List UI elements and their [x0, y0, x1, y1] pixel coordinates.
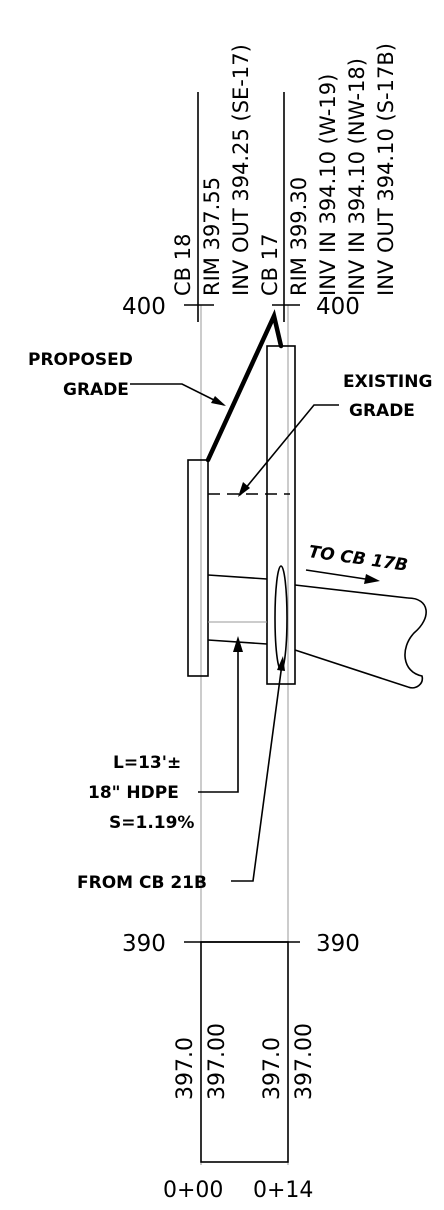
existing-grade-label-1: EXISTING — [343, 372, 432, 392]
cb17-inv-out-s17b-label: INV OUT 394.10 (S-17B) — [374, 43, 398, 296]
flow-arrow-shaft — [305, 569, 373, 581]
existing-grade-leader — [239, 404, 339, 496]
to-cb-17b-label: TO CB 17B — [307, 542, 409, 576]
proposed-grade-leader — [130, 383, 225, 406]
pipe-spec-leader — [198, 645, 239, 793]
pipe-top-edge — [207, 574, 268, 580]
cb18-inv-out-label: INV OUT 394.25 (SE-17) — [229, 44, 253, 296]
existing-grade-sta-14: 397.0 — [260, 1037, 285, 1100]
from-cb-21b-label: FROM CB 21B — [77, 873, 207, 893]
station-end: 0+14 — [253, 1178, 313, 1203]
proposed-grade-label-1: PROPOSED — [28, 350, 133, 370]
cb18-structure — [187, 459, 209, 677]
pipe-length-label: L=13'± — [113, 753, 181, 773]
proposed-grade-sta-0: 397.00 — [205, 1023, 230, 1100]
cb18-name-label: CB 18 — [171, 234, 195, 296]
elev-400-right: 400 — [316, 294, 360, 320]
pipe-spec-arrowhead — [233, 636, 243, 652]
cb17-structure — [266, 345, 296, 685]
cb17-inv-in-nw18-label: INV IN 394.10 (NW-18) — [345, 58, 369, 296]
cb17-name-label: CB 17 — [258, 234, 282, 296]
elev-400-left: 400 — [122, 294, 166, 320]
existing-grade-label-2: GRADE — [349, 401, 415, 421]
outlet-pipe-bottom — [294, 649, 409, 688]
grade-table-box — [200, 941, 289, 1163]
from-cb-21b-arrowhead — [277, 656, 285, 671]
outlet-pipe-top — [294, 584, 409, 599]
proposed-grade-arrowhead — [211, 396, 226, 406]
proposed-grade-line — [205, 309, 284, 463]
elev-390-left: 390 — [122, 931, 166, 957]
pipe-size-label: 18" HDPE — [88, 783, 179, 803]
cb18-rim-label: RIM 397.55 — [200, 177, 224, 296]
station-start: 0+00 — [163, 1178, 223, 1203]
outlet-pipe-break-symbol — [404, 597, 427, 689]
flow-arrowhead — [364, 574, 380, 584]
existing-grade-arrowhead — [238, 482, 250, 497]
proposed-grade-sta-14: 397.00 — [292, 1023, 317, 1100]
cb17-inlet-opening — [274, 565, 288, 671]
cb17-inv-in-w19-label: INV IN 394.10 (W-19) — [316, 74, 340, 296]
from-cb-21b-leader — [231, 663, 283, 882]
pipe-slope-label: S=1.19% — [109, 813, 194, 833]
elev-390-right: 390 — [316, 931, 360, 957]
existing-grade-sta-0: 397.0 — [173, 1037, 198, 1100]
cb17-rim-label: RIM 399.30 — [287, 177, 311, 296]
proposed-grade-label-2: GRADE — [63, 380, 129, 400]
